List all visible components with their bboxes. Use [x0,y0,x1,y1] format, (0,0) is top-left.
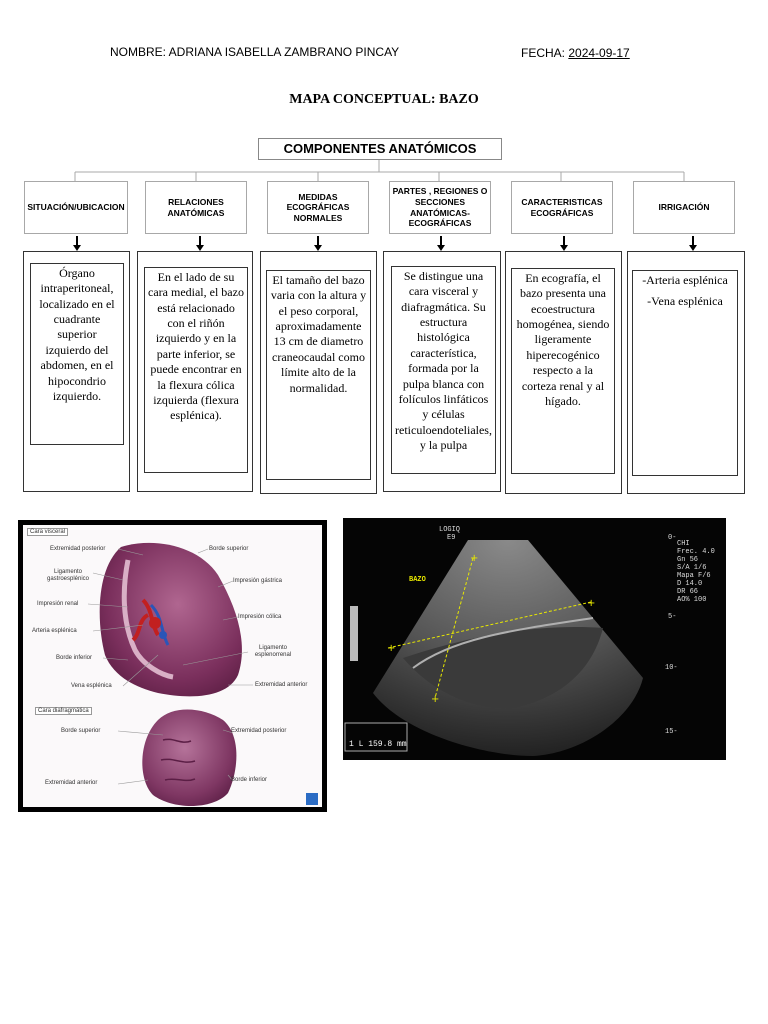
param-5: D 14.0 [677,580,703,588]
label-borde-inferior: Borde inferior [56,655,93,661]
date-value: 2024-09-17 [568,46,630,60]
label-arteria-esplenica: Arteria esplénica [32,628,77,634]
svg-text:+: + [587,598,595,609]
root-node: COMPONENTES ANATÓMICOS [258,138,502,160]
label-d-borde-superior: Borde superior [61,728,101,734]
description-relaciones: En el lado de su cara medial, el bazo es… [144,267,248,473]
category-relaciones: RELACIONES ANATÓMICAS [145,181,247,234]
spleen-illustration [87,542,253,807]
ultrasound-scan: + + + + [344,540,643,756]
label-ligamento-gastroesplenico: Ligamento gastroesplénico [46,569,90,582]
diaphragmatic-face-label: Cara diafragmática [35,707,92,715]
label-impresion-colica: Impresión cólica [238,614,282,620]
param-7: AO% 100 [677,596,707,604]
depth-5: 5- [668,613,677,621]
param-6: DR 66 [677,588,699,596]
description-irrigacion: -Arteria esplénica -Vena esplénica [632,270,738,476]
label-d-extremidad-posterior: Extremidad posterior [231,728,287,734]
description-caracteristicas: En ecografía, el bazo presenta una ecoes… [511,268,615,474]
label-ligamento-esplenorrenal: Ligamento esplenorrenal [254,645,292,658]
student-name: NOMBRE: ADRIANA ISABELLA ZAMBRANO PINCAY [110,45,400,59]
page-title: MAPA CONCEPTUAL: BAZO [289,92,479,107]
label-vena-esplenica: Vena esplénica [71,683,112,689]
param-1: Frec. 4.0 [677,548,715,556]
svg-text:+: + [470,553,478,564]
description-medidas: El tamaño del bazo varia con la altura y… [266,270,371,480]
label-extremidad-posterior: Extremidad posterior [50,546,106,552]
param-0: CHI [677,540,690,548]
label-impresion-renal: Impresión renal [37,601,79,607]
date-line: FECHA: 2024-09-17 [521,46,630,60]
depth-10: 10- [665,664,678,672]
param-3: S/A 1/6 [677,564,707,572]
description-situacion: Órgano intraperitoneal, localizado en el… [30,263,124,445]
category-irrigacion: IRRIGACIÓN [633,181,735,234]
label-d-borde-inferior: Borde inferior [231,777,268,783]
ultrasound-logiq: LOGIQ [439,526,461,534]
ultrasound-bazo-label: BAZO [409,576,426,584]
label-d-extremidad-anterior: Extremidad anterior [45,780,98,786]
ultrasound-measurement: 1 L 159.8 mm [349,740,407,749]
spleen-ultrasound-image: + + + + BAZO LOGIQ E9 1 L 159.8 mm CHI F… [343,518,726,760]
svg-text:+: + [431,694,439,705]
connector-lines [73,159,697,251]
label-extremidad-anterior: Extremidad anterior [255,682,308,688]
category-medidas: MEDIDAS ECOGRÁFICAS NORMALES [267,181,369,234]
depth-0: 0- [668,534,677,542]
kenhub-logo-icon [306,793,318,805]
ultrasound-params: CHI Frec. 4.0 Gn 56 S/A 1/6 Mapa F/6 D 1… [677,540,719,604]
param-2: Gn 56 [677,556,699,564]
anatomy-canvas: Cara visceral Extremidad posterior Ligam… [23,525,322,807]
ultrasound-logiq-model: E9 [447,534,456,542]
visceral-face-label: Cara visceral [27,528,69,536]
depth-15: 15- [665,728,678,736]
category-partes: PARTES , REGIONES O SECCIONES ANATÓMICAS… [389,181,491,234]
category-situacion: SITUACIÓN/UBICACION [24,181,128,234]
spleen-anatomy-image: Cara visceral Extremidad posterior Ligam… [18,520,327,812]
irrigation-artery: -Arteria esplénica [642,273,728,287]
label-impresion-gastrica: Impresión gástrica [233,578,283,584]
svg-text:+: + [387,643,395,654]
label-borde-superior: Borde superior [209,546,249,552]
param-4: Mapa F/6 [677,572,711,580]
category-caracteristicas: CARACTERISTICAS ECOGRÁFICAS [511,181,613,234]
description-partes: Se distingue una cara visceral y diafrag… [391,266,496,474]
date-label: FECHA: [521,46,569,60]
irrigation-vein: -Vena esplénica [647,294,723,309]
